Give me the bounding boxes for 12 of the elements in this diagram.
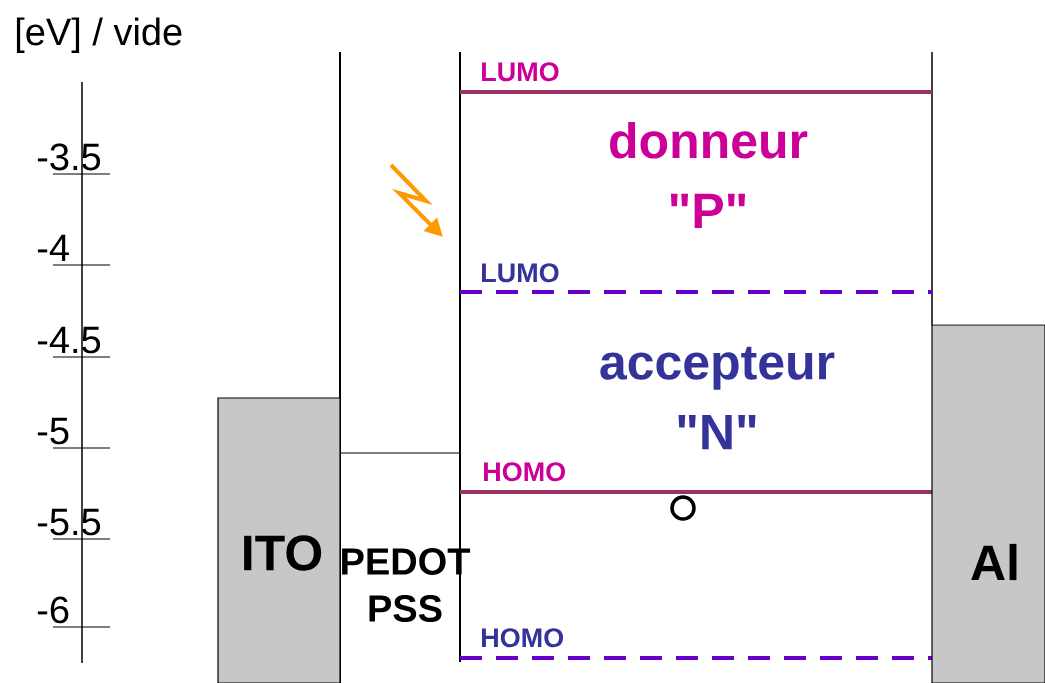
tick-label: -4	[37, 234, 69, 261]
tick-label: -6	[37, 596, 69, 624]
material-label: accepteur "N"	[600, 346, 835, 450]
axis-title: [eV] / vide	[16, 17, 182, 53]
energy-level-label: HOMO	[484, 462, 566, 482]
energy-level-label: LUMO	[482, 62, 559, 82]
tick-label: -5	[37, 417, 69, 445]
material-label: donneur "P"	[610, 121, 808, 229]
electrode-box: Al	[931, 324, 1045, 683]
electrode-box: ITO	[217, 397, 341, 683]
energy-level-label: LUMO	[482, 263, 559, 283]
energy-level-label: HOMO	[482, 628, 564, 648]
